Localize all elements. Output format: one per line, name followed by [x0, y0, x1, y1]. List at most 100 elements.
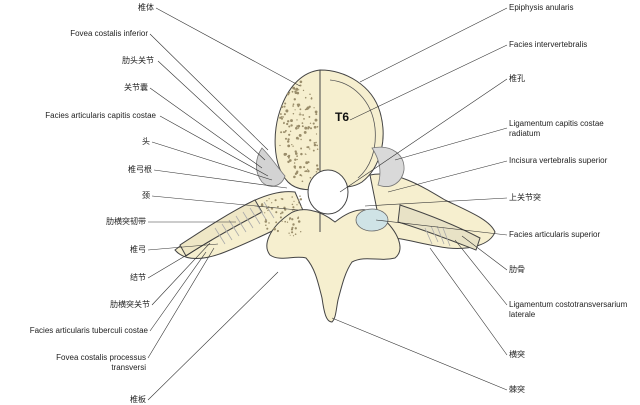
spongy-bone-dot	[279, 216, 282, 219]
spongy-bone-dot	[288, 91, 291, 94]
spongy-bone-dot	[303, 118, 305, 120]
spongy-bone-dot	[295, 126, 298, 130]
spongy-bone-dot	[313, 143, 317, 147]
spongy-bone-dot	[294, 91, 298, 95]
spongy-bone-dot	[290, 124, 293, 127]
spongy-bone-dot	[282, 116, 285, 118]
spongy-bone-dot	[307, 168, 309, 171]
spongy-bone-dot	[300, 206, 302, 208]
spongy-bone-dot	[316, 148, 319, 150]
spongy-bone-dot	[289, 234, 291, 236]
label-facies-articularis-tuberculi-costae: Facies articularis tuberculi costae	[30, 326, 149, 335]
spongy-bone-dot	[305, 107, 309, 111]
spongy-bone-dot	[299, 80, 303, 84]
spongy-bone-dot	[291, 226, 294, 229]
spongy-bone-dot	[314, 118, 318, 122]
spongy-bone-dot	[303, 166, 306, 169]
costotransverse-ligament	[214, 201, 275, 245]
spongy-bone-dot	[297, 217, 299, 220]
label-rib-head: 头	[142, 136, 150, 146]
spongy-bone-dot	[293, 165, 297, 168]
label-epiphysis-anularis: Epiphysis anularis	[509, 3, 573, 12]
spongy-bone-dot	[293, 175, 296, 179]
spongy-bone-dot	[301, 175, 303, 177]
spongy-bone-dot	[315, 133, 318, 135]
label-rib-neck: 颈	[142, 191, 150, 200]
spongy-bone-dot	[315, 141, 317, 144]
spongy-bone-dot	[297, 105, 300, 108]
spongy-bone-dot	[291, 203, 294, 206]
spongy-bone-dot	[282, 131, 285, 133]
spongy-bone-dot	[299, 198, 303, 201]
lateral-costotransverse-ligament	[424, 225, 451, 247]
spongy-bone-dot	[309, 93, 311, 96]
spongy-bone-dot	[304, 153, 306, 155]
spongy-bone-dot	[298, 199, 300, 201]
spongy-bone-dot	[293, 200, 295, 202]
spongy-bone-dot	[285, 109, 289, 113]
spongy-bone-dot	[281, 220, 283, 222]
spongy-bone-dot	[279, 116, 282, 119]
spongy-bone-dot	[264, 212, 266, 214]
spongy-bone-dot	[280, 212, 282, 215]
spongy-bone-dot	[268, 198, 270, 200]
spongy-bone-dot	[283, 113, 286, 116]
spongy-bone-dot	[299, 104, 301, 106]
right-labels: Epiphysis anularis Facies intervertebral…	[509, 3, 628, 394]
label-vertebral-foramen: 椎孔	[509, 73, 525, 83]
spongy-bone-dot	[306, 146, 309, 148]
spongy-bone-dot	[280, 117, 284, 120]
spongy-bone-dot	[294, 109, 296, 111]
label-facies-intervertebralis: Facies intervertebralis	[509, 40, 587, 49]
spongy-bone-dot	[294, 158, 297, 161]
spongy-bone-dot	[299, 108, 302, 111]
spongy-bone-dot	[300, 152, 303, 156]
spongy-bone-dot	[308, 115, 311, 118]
spongy-bone-dot	[316, 125, 319, 128]
spongy-bone-dot	[285, 129, 287, 132]
spongy-bone-dot	[288, 133, 291, 136]
spongy-bone-dot	[292, 206, 295, 209]
label-facies-articularis-superior: Facies articularis superior	[509, 230, 600, 239]
spongy-bone-dot	[286, 122, 289, 126]
spongy-bone-dot	[294, 227, 297, 230]
spongy-bone-dot	[300, 113, 302, 116]
label-joint-capsule: 关节囊	[124, 82, 148, 92]
spongy-bone-dot	[297, 124, 301, 128]
spongy-bone-dot	[301, 125, 304, 128]
label-facies-articularis-capitis-costae: Facies articularis capitis costae	[45, 111, 156, 120]
spongy-bone-dot	[292, 223, 295, 226]
vertebral-foramen	[307, 169, 349, 215]
spongy-bone-dot	[313, 141, 316, 144]
label-vertebral-arch: 椎弓	[130, 244, 146, 254]
spongy-bone-dot	[315, 113, 318, 116]
spongy-bone-dot	[307, 170, 310, 173]
spongy-bone-dot	[295, 136, 299, 140]
spongy-bone-dot	[294, 167, 296, 169]
vertebra-level-label: T6	[335, 110, 349, 124]
spongy-bone-dot	[301, 180, 304, 183]
spongy-bone-dot	[308, 105, 311, 108]
spongy-bone-dot	[265, 218, 267, 221]
spongy-bone-dot	[300, 138, 302, 141]
spongy-bone-dot	[287, 160, 290, 164]
spongy-bone-dot	[271, 202, 273, 204]
spongy-bone-dot	[316, 167, 320, 171]
spongy-bone-dot	[291, 196, 293, 198]
label-rib-tubercle: 结节	[130, 272, 146, 282]
spongy-bone-dot	[281, 211, 284, 214]
spongy-bone-dot	[284, 137, 288, 140]
spongy-bone-dot	[304, 96, 307, 99]
spongy-bone-dot	[275, 221, 278, 224]
spongy-bone-dot	[292, 103, 295, 106]
spongy-bone-dot	[280, 115, 283, 118]
spongy-bone-dot	[280, 198, 282, 200]
spongy-bone-dot	[288, 125, 291, 128]
spongy-bone-dot	[299, 112, 301, 114]
spongy-bone-dot	[273, 227, 276, 231]
spongy-bone-dot	[309, 148, 311, 150]
spongy-bone-dot	[313, 107, 315, 109]
